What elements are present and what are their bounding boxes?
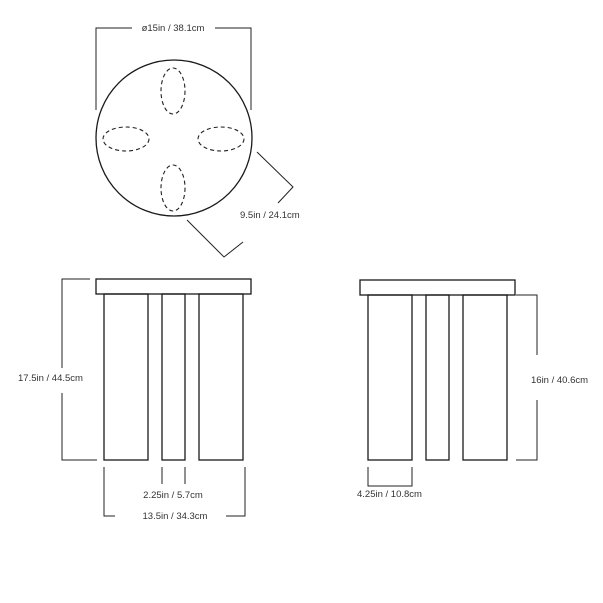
front-view: 17.5in / 44.5cm 2.25in / 5.7cm 13.5in / … (18, 278, 252, 522)
hidden-leg-bottom (160, 164, 186, 212)
tabletop-slab (359, 279, 516, 296)
diameter-dim-left (95, 27, 132, 110)
hidden-leg-top (160, 67, 186, 115)
base-width-label: 13.5in / 34.3cm (143, 511, 208, 522)
leg-spacing-dim-lower (186, 219, 244, 258)
base-width-dim-right (226, 467, 246, 517)
top-view: ø15in / 38.1cm 9.5in / 24.1cm (95, 23, 300, 258)
leg-spacing-dim-upper (256, 151, 294, 204)
leg-depth-dim (367, 467, 413, 487)
height-dim-top (61, 278, 90, 368)
tabletop-slab (95, 278, 252, 295)
hidden-leg-right (197, 126, 245, 152)
diameter-dim-right (215, 27, 252, 110)
leg-right (462, 294, 508, 461)
leg-right (198, 293, 244, 461)
height-dim-bottom (61, 393, 97, 461)
leg-left (103, 293, 149, 461)
leg-center (425, 294, 450, 461)
leg-height-dim-top (516, 294, 538, 355)
tabletop-circle (95, 59, 253, 217)
leg-left (367, 294, 413, 461)
leg-center (161, 293, 186, 461)
leg-depth-label: 4.25in / 10.8cm (357, 489, 422, 500)
height-label: 17.5in / 44.5cm (18, 373, 83, 384)
leg-height-label: 16in / 40.6cm (531, 375, 588, 386)
side-view: 16in / 40.6cm 4.25in / 10.8cm (357, 279, 588, 500)
base-width-dim-left (103, 467, 115, 517)
hidden-leg-left (102, 126, 150, 152)
leg-spacing-label: 9.5in / 24.1cm (240, 210, 300, 221)
diameter-label: ø15in / 38.1cm (142, 23, 205, 34)
leg-width-label: 2.25in / 5.7cm (143, 490, 203, 501)
leg-height-dim-bottom (516, 400, 538, 461)
